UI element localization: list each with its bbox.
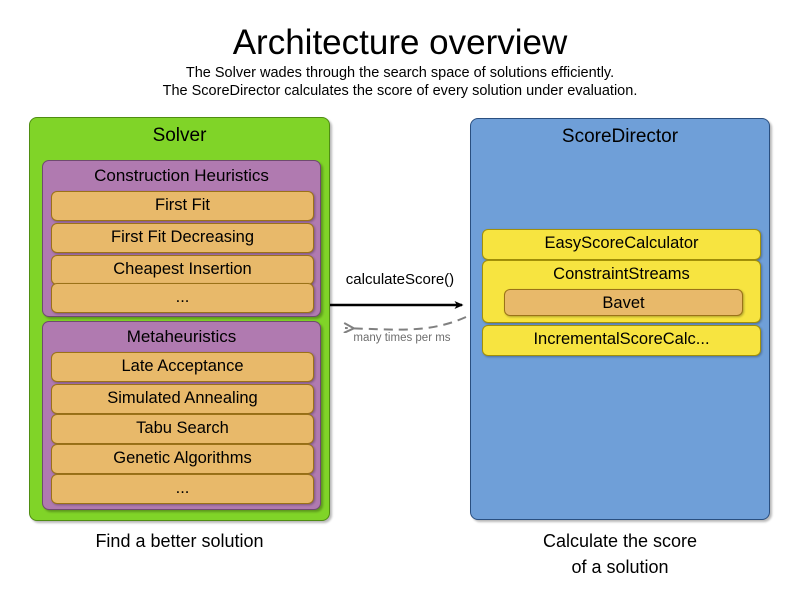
- group-title-metaheuristics: Metaheuristics: [126, 327, 237, 346]
- subtitle-line-2: The ScoreDirector calculates the score o…: [162, 83, 638, 99]
- item-label: IncrementalScoreCalc...: [533, 330, 710, 348]
- solver-panel: Solver Construction Heuristics First Fit…: [29, 117, 330, 521]
- subtitle-line-1: The Solver wades through the search spac…: [185, 65, 615, 81]
- many-times-arrow-line: [345, 316, 467, 330]
- score-director-panel-title: ScoreDirector: [561, 126, 679, 147]
- page-title: Architecture overview: [232, 23, 568, 62]
- item-label: Late Acceptance: [121, 357, 244, 375]
- item-label: Bavet: [602, 294, 645, 312]
- item-simulated-annealing[interactable]: Simulated Annealing: [51, 384, 314, 414]
- item-cheapest-insertion[interactable]: Cheapest Insertion: [51, 255, 314, 285]
- score-director-caption-line-1: Calculate the score: [542, 531, 698, 551]
- group-metaheuristics: Metaheuristics Late Acceptance Simulated…: [42, 321, 321, 510]
- item-construction-heuristics-more[interactable]: ...: [51, 283, 314, 313]
- score-director-caption-line-2: of a solution: [571, 557, 669, 577]
- item-late-acceptance[interactable]: Late Acceptance: [51, 352, 314, 382]
- group-title-construction-heuristics: Construction Heuristics: [94, 166, 269, 185]
- score-director-caption: Calculate the score of a solution: [470, 528, 770, 580]
- item-genetic-algorithms[interactable]: Genetic Algorithms: [51, 444, 314, 474]
- item-label: Genetic Algorithms: [113, 449, 252, 467]
- solver-panel-title: Solver: [152, 125, 207, 146]
- diagram-header: Architecture overview The Solver wades t…: [0, 22, 800, 100]
- item-label: ...: [175, 288, 190, 306]
- solver-caption: Find a better solution: [95, 531, 264, 551]
- group-construction-heuristics: Construction Heuristics First Fit First …: [42, 160, 321, 317]
- item-constraint-streams[interactable]: ConstraintStreams Bavet: [482, 260, 761, 323]
- item-tabu-search[interactable]: Tabu Search: [51, 414, 314, 444]
- item-label: Cheapest Insertion: [113, 260, 252, 278]
- item-label: ...: [175, 479, 190, 497]
- calculate-score-label: calculateScore(): [345, 271, 455, 288]
- item-label: ConstraintStreams: [553, 265, 690, 283]
- item-label: Simulated Annealing: [107, 389, 258, 407]
- item-first-fit[interactable]: First Fit: [51, 191, 314, 221]
- item-label: EasyScoreCalculator: [544, 234, 699, 252]
- item-easy-score-calculator[interactable]: EasyScoreCalculator: [482, 229, 761, 260]
- item-label: Tabu Search: [136, 419, 229, 437]
- score-director-panel: ScoreDirector EasyScoreCalculator Constr…: [470, 118, 770, 520]
- item-first-fit-decreasing[interactable]: First Fit Decreasing: [51, 223, 314, 253]
- item-label: First Fit Decreasing: [110, 228, 255, 246]
- many-times-label: many times per ms: [353, 332, 451, 344]
- item-bavet[interactable]: Bavet: [504, 289, 743, 316]
- item-metaheuristics-more[interactable]: ...: [51, 474, 314, 504]
- item-incremental-score-calculator[interactable]: IncrementalScoreCalc...: [482, 325, 761, 356]
- item-label: First Fit: [155, 196, 210, 214]
